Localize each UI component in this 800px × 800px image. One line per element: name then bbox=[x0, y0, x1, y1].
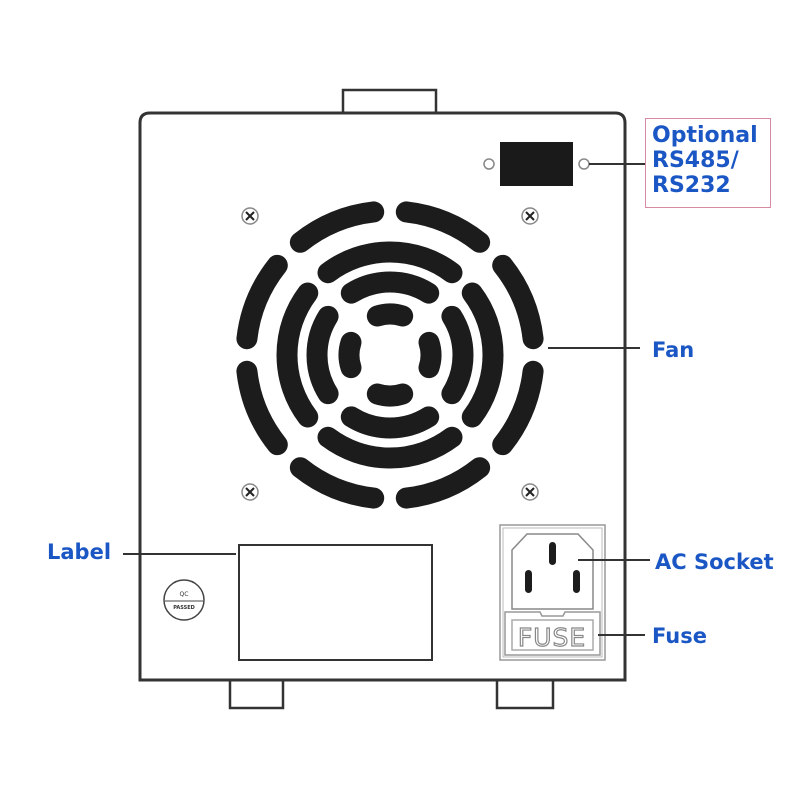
fan-slot bbox=[395, 457, 491, 509]
fan-slot bbox=[317, 241, 463, 284]
fan-slot bbox=[306, 305, 339, 405]
fan-slot bbox=[395, 201, 491, 253]
fan-slot bbox=[340, 406, 440, 439]
fan-slot bbox=[338, 331, 362, 379]
screw-icon bbox=[521, 483, 539, 501]
fan-slot bbox=[317, 426, 463, 469]
port-screw-right bbox=[578, 158, 590, 170]
fan-slot bbox=[418, 331, 442, 379]
label-area bbox=[238, 544, 433, 661]
optional-label: Optional bbox=[652, 123, 758, 148]
passed-text: PASSED bbox=[173, 605, 195, 611]
fuse-label: Fuse bbox=[652, 624, 707, 648]
screw-icon bbox=[241, 207, 259, 225]
qc-sticker: QC PASSED bbox=[163, 579, 205, 621]
screw-icon bbox=[241, 483, 259, 501]
pin-earth bbox=[549, 542, 556, 565]
fan-slot bbox=[492, 254, 544, 350]
screw-icon bbox=[521, 207, 539, 225]
rs485-port bbox=[500, 142, 573, 186]
port-screw-left bbox=[483, 158, 495, 170]
qc-text: QC bbox=[180, 591, 189, 598]
fan-label: Fan bbox=[652, 338, 695, 362]
fan-slot bbox=[289, 201, 385, 253]
ac-socket: FUSE bbox=[499, 524, 606, 661]
fan-slot bbox=[289, 457, 385, 509]
rs485-callout: Optional RS485/ RS232 bbox=[645, 118, 771, 208]
fan-slot bbox=[441, 305, 474, 405]
fan-slot bbox=[340, 271, 440, 304]
fan-slot bbox=[236, 360, 288, 456]
label-label: Label bbox=[47, 540, 112, 564]
rs232-label: RS232 bbox=[652, 173, 731, 198]
fan-grille bbox=[236, 201, 544, 509]
pin-neutral bbox=[573, 570, 580, 593]
top-handle bbox=[341, 88, 438, 117]
fuse-holder bbox=[511, 619, 594, 651]
fan-slot bbox=[461, 282, 504, 428]
fan-slot bbox=[366, 303, 414, 327]
fan-slot bbox=[276, 282, 319, 428]
pin-live bbox=[525, 570, 532, 593]
fan-slot bbox=[236, 254, 288, 350]
fan-slot bbox=[366, 383, 414, 407]
fan-slot bbox=[492, 360, 544, 456]
ac-socket-label: AC Socket bbox=[655, 550, 774, 574]
rs485-label: RS485/ bbox=[652, 148, 739, 173]
fuse-text: FUSE bbox=[518, 623, 586, 652]
